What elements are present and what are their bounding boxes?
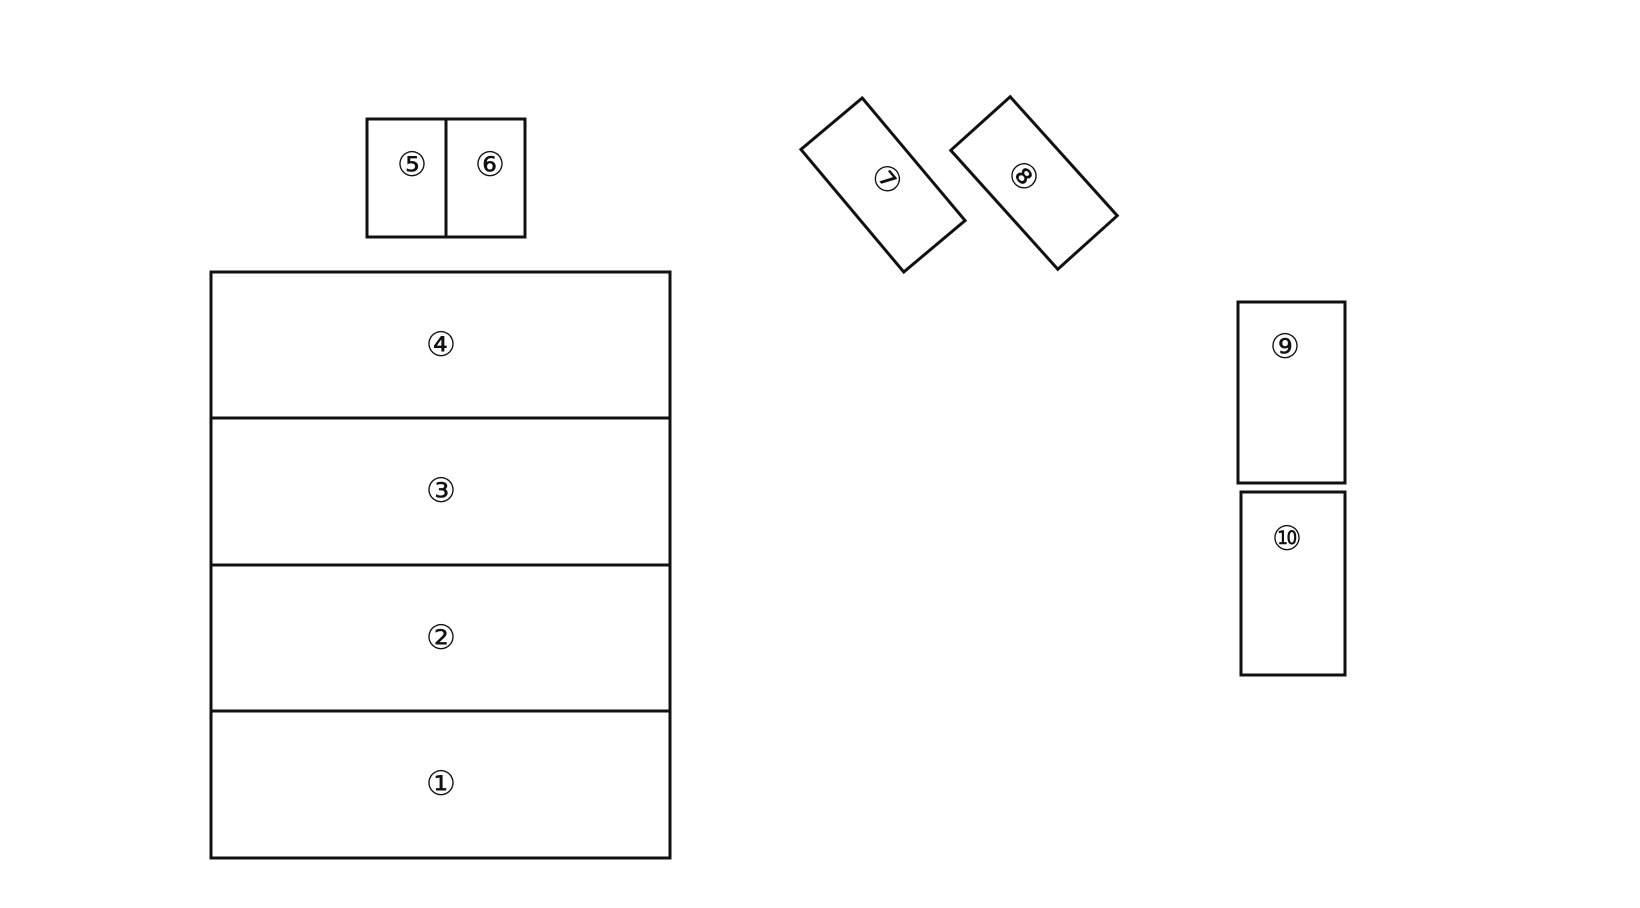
box-3: ③: [209, 416, 672, 567]
box-9: ⑨: [1236, 300, 1347, 485]
box-10-label: ⑩: [1272, 519, 1302, 559]
box-9-label: ⑨: [1270, 327, 1300, 367]
box-5: ⑤: [365, 117, 448, 239]
box-1: ①: [209, 709, 672, 860]
box-7: ⑦: [798, 95, 968, 275]
box-4-label: ④: [426, 325, 456, 365]
box-2: ②: [209, 563, 672, 713]
box-2-label: ②: [426, 618, 456, 658]
box-4: ④: [209, 270, 672, 420]
box-5-label: ⑤: [397, 145, 427, 185]
box-6: ⑥: [444, 117, 527, 239]
box-6-label: ⑥: [475, 145, 505, 185]
box-1-label: ①: [426, 764, 456, 804]
box-10: ⑩: [1239, 490, 1347, 677]
box-3-label: ③: [426, 471, 456, 511]
box-8: ⑧: [948, 94, 1120, 272]
